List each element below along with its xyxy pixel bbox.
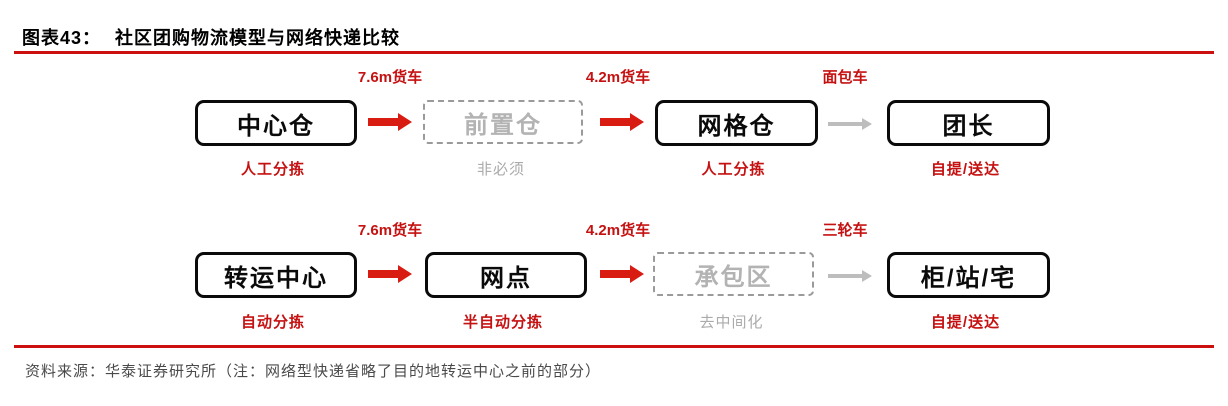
node-central-warehouse: 中心仓	[195, 100, 357, 146]
note-optional: 非必须	[476, 161, 525, 178]
note-pickup-delivery: 自提/送达	[930, 314, 1001, 331]
node-front-warehouse: 前置仓	[423, 100, 583, 144]
right-arrow-icon	[368, 265, 412, 283]
vehicle-label-van: 面包车	[822, 69, 868, 86]
top-divider-line	[14, 51, 1214, 54]
right-arrow-gray-icon	[828, 115, 872, 133]
node-outlet: 网点	[425, 252, 587, 298]
vehicle-label-tricycle: 三轮车	[822, 222, 868, 239]
vehicle-label-truck-7-6m: 7.6m货车	[357, 69, 423, 86]
node-locker-station-home: 柜/站/宅	[887, 252, 1050, 298]
figure-label: 图表43：	[22, 28, 102, 48]
note-auto-sorting: 自动分拣	[240, 314, 305, 331]
node-grid-warehouse: 网格仓	[655, 100, 818, 146]
vehicle-label-truck-7-6m: 7.6m货车	[357, 222, 423, 239]
right-arrow-icon	[368, 113, 412, 131]
right-arrow-gray-icon	[828, 267, 872, 285]
note-disintermediation: 去中间化	[699, 314, 764, 331]
note-pickup-delivery: 自提/送达	[930, 161, 1001, 178]
right-arrow-icon	[600, 265, 644, 283]
right-arrow-icon	[600, 113, 644, 131]
figure-title: 图表43： 社区团购物流模型与网络快递比较	[22, 24, 400, 50]
source-note: 资料来源：华泰证券研究所（注：网络型快递省略了目的地转运中心之前的部分）	[25, 364, 602, 380]
bottom-divider-line	[14, 345, 1214, 348]
node-contract-area: 承包区	[653, 252, 814, 296]
note-manual-sorting: 人工分拣	[701, 161, 766, 178]
note-semi-auto-sorting: 半自动分拣	[462, 314, 543, 331]
vehicle-label-truck-4-2m: 4.2m货车	[585, 69, 651, 86]
vehicle-label-truck-4-2m: 4.2m货车	[585, 222, 651, 239]
figure-title-text: 社区团购物流模型与网络快递比较	[115, 28, 401, 48]
node-transfer-center: 转运中心	[195, 252, 357, 298]
node-group-leader: 团长	[887, 100, 1050, 146]
note-manual-sorting: 人工分拣	[240, 161, 305, 178]
